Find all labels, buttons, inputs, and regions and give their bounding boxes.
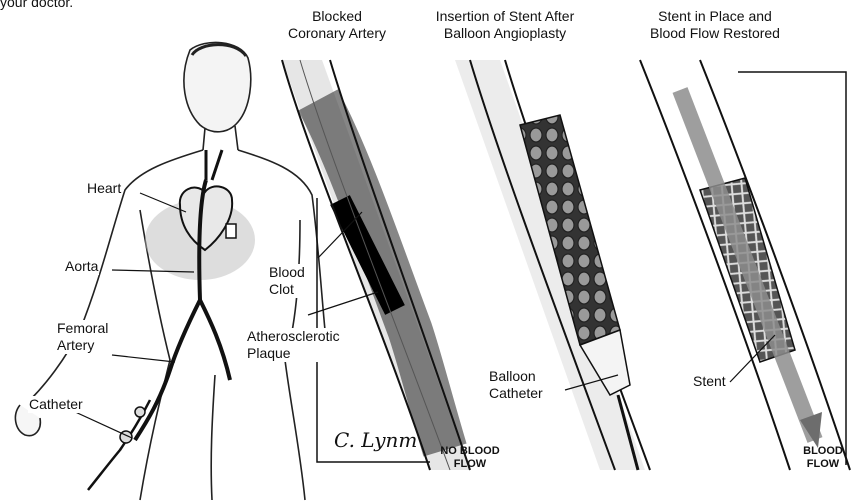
label-flow-line2: FLOW [790, 458, 856, 471]
panel-title-insertion-line1: Insertion of Stent After [410, 8, 600, 25]
label-femoral-artery: Femoral Artery [56, 320, 109, 354]
panel-title-blocked-line1: Blocked [262, 8, 412, 25]
label-plaque-line1: Atherosclerotic [247, 328, 340, 345]
label-no-blood-flow: NO BLOOD FLOW [425, 445, 515, 471]
label-femoral-line2: Artery [57, 337, 108, 354]
label-femoral-line1: Femoral [57, 320, 108, 337]
label-flow-line1: BLOOD [790, 445, 856, 458]
panel-balloon-insertion [455, 60, 650, 470]
panel-title-blocked-line2: Coronary Artery [262, 25, 412, 42]
label-blood-clot-line1: Blood [269, 264, 305, 281]
label-blood-clot-line2: Clot [269, 281, 305, 298]
panel-title-insertion: Insertion of Stent After Balloon Angiopl… [410, 8, 600, 42]
label-blood-flow: BLOOD FLOW [790, 445, 856, 471]
label-plaque: Atherosclerotic Plaque [246, 328, 341, 362]
panel-title-blocked: Blocked Coronary Artery [262, 8, 412, 42]
label-aorta: Aorta [64, 258, 99, 275]
panel-stent-restored [640, 60, 850, 470]
label-balloon-line1: Balloon [489, 368, 543, 385]
label-no-flow-line2: FLOW [425, 458, 515, 471]
panel-title-insertion-line2: Balloon Angioplasty [410, 25, 600, 42]
label-stent: Stent [692, 373, 727, 390]
label-plaque-line2: Plaque [247, 345, 340, 362]
catheter-tube [88, 400, 150, 490]
panel-title-restored-line1: Stent in Place and [625, 8, 805, 25]
label-no-flow-line1: NO BLOOD [425, 445, 515, 458]
intro-fragment: your doctor. [0, 0, 73, 11]
label-heart: Heart [86, 180, 122, 197]
label-balloon-line2: Catheter [489, 385, 543, 402]
label-balloon-catheter: Balloon Catheter [488, 368, 544, 402]
artist-signature: C. Lynm [334, 432, 417, 449]
panel-title-restored-line2: Blood Flow Restored [625, 25, 805, 42]
panel-blocked-artery [282, 60, 470, 470]
panel-title-restored: Stent in Place and Blood Flow Restored [625, 8, 805, 42]
label-catheter: Catheter [28, 396, 84, 413]
label-blood-clot: Blood Clot [268, 264, 306, 298]
